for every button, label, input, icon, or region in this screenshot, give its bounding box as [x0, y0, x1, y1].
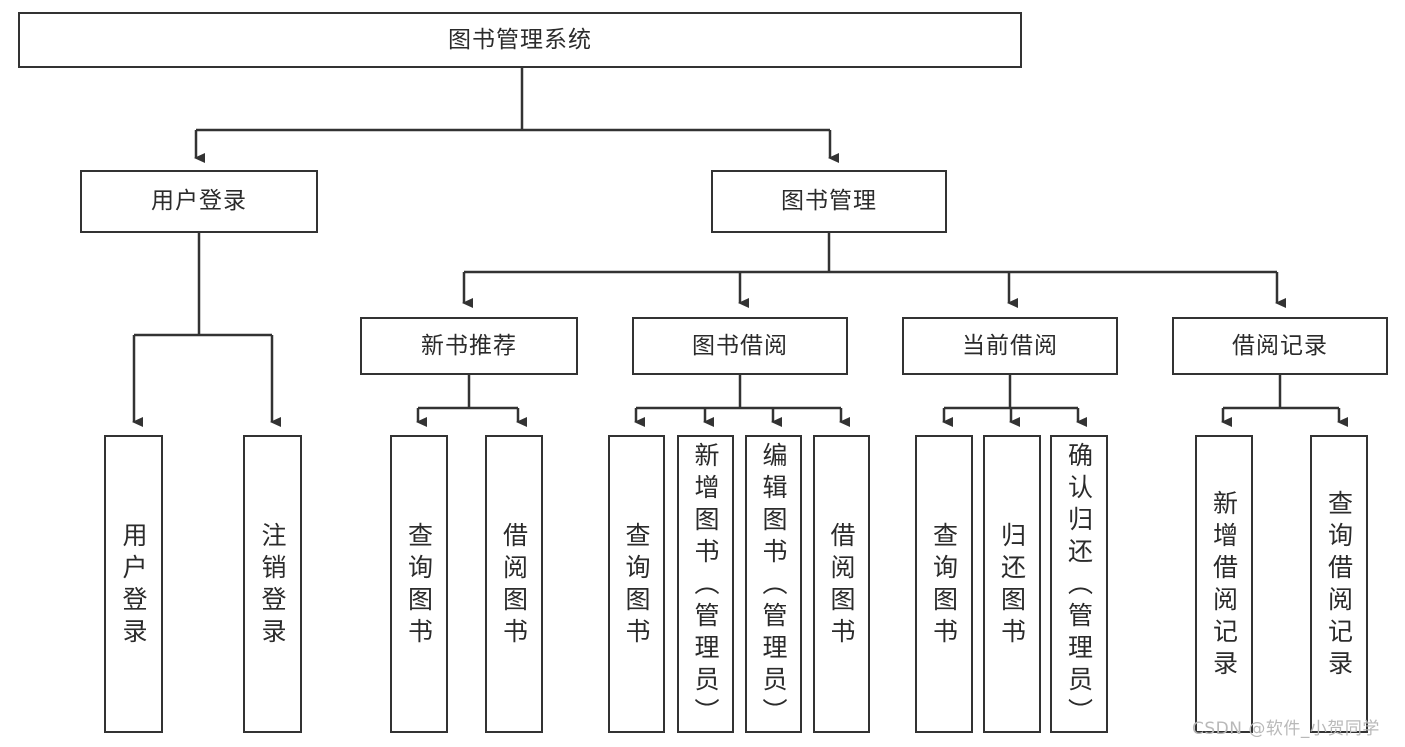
leaf-record-1[interactable]: 新增借阅记录	[1195, 435, 1253, 733]
leaf-record-1-label: 新增借阅记录	[1209, 490, 1239, 682]
node-borrow-records[interactable]: 借阅记录	[1172, 317, 1388, 375]
node-current-borrow-label: 当前借阅	[962, 332, 1058, 359]
leaf-borrow-1-label: 查询图书	[622, 522, 651, 650]
leaf-current-1[interactable]: 查询图书	[915, 435, 973, 733]
leaf-user-login-1-label: 用户登录	[119, 522, 148, 650]
leaf-borrow-4[interactable]: 借阅图书	[813, 435, 870, 733]
node-borrow-records-label: 借阅记录	[1232, 332, 1328, 359]
leaf-borrow-3[interactable]: 编辑图书（管理员）	[745, 435, 802, 733]
watermark: CSDN @软件_小贺同学	[1192, 719, 1380, 739]
node-new-book-recommend-label: 新书推荐	[421, 332, 517, 359]
leaf-new-book-2-label: 借阅图书	[499, 522, 529, 650]
leaf-borrow-2-label: 新增图书（管理员）	[691, 442, 720, 730]
leaf-current-2-label: 归还图书	[997, 522, 1027, 650]
node-book-borrow[interactable]: 图书借阅	[632, 317, 848, 375]
leaf-current-2[interactable]: 归还图书	[983, 435, 1041, 733]
node-root[interactable]: 图书管理系统	[18, 12, 1022, 68]
leaf-current-3[interactable]: 确认归还（管理员）	[1050, 435, 1108, 733]
node-current-borrow[interactable]: 当前借阅	[902, 317, 1118, 375]
leaf-new-book-1-label: 查询图书	[404, 522, 434, 650]
node-book-borrow-label: 图书借阅	[692, 332, 788, 359]
leaf-user-login-1[interactable]: 用户登录	[104, 435, 163, 733]
leaf-current-3-label: 确认归还（管理员）	[1064, 442, 1094, 730]
leaf-current-1-label: 查询图书	[929, 522, 959, 650]
leaf-user-login-2-label: 注销登录	[258, 522, 287, 650]
leaf-borrow-1[interactable]: 查询图书	[608, 435, 665, 733]
node-book-management-label: 图书管理	[781, 188, 877, 214]
node-user-login[interactable]: 用户登录	[80, 170, 318, 233]
node-user-login-label: 用户登录	[151, 188, 247, 214]
leaf-new-book-2[interactable]: 借阅图书	[485, 435, 543, 733]
leaf-borrow-2[interactable]: 新增图书（管理员）	[677, 435, 734, 733]
node-book-management[interactable]: 图书管理	[711, 170, 947, 233]
leaf-borrow-4-label: 借阅图书	[827, 522, 856, 650]
node-root-label: 图书管理系统	[448, 26, 592, 53]
leaf-record-2[interactable]: 查询借阅记录	[1310, 435, 1368, 733]
node-new-book-recommend[interactable]: 新书推荐	[360, 317, 578, 375]
leaf-record-2-label: 查询借阅记录	[1324, 490, 1354, 682]
leaf-borrow-3-label: 编辑图书（管理员）	[759, 442, 788, 730]
leaf-new-book-1[interactable]: 查询图书	[390, 435, 448, 733]
leaf-user-login-2[interactable]: 注销登录	[243, 435, 302, 733]
